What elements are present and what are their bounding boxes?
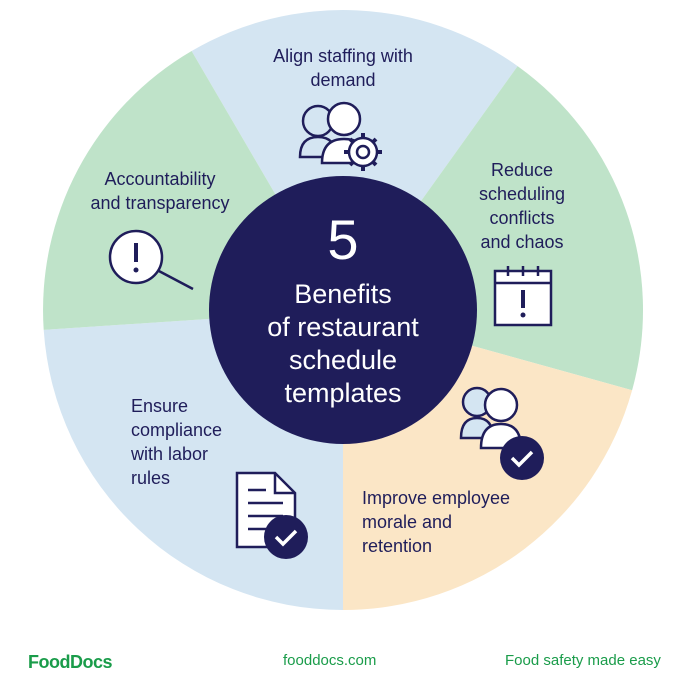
fooddocs-logo[interactable]: FoodDocs <box>28 652 113 672</box>
document-check-icon <box>235 471 308 559</box>
label-line: morale and <box>362 512 453 532</box>
segment-label-accountability: Accountability and transparency <box>70 167 250 215</box>
label-line: and transparency <box>90 193 230 213</box>
segment-label-reduce: Reduce scheduling conflicts and chaos <box>452 158 592 254</box>
label-line: and chaos <box>480 232 564 252</box>
label-line: Reduce <box>490 160 554 180</box>
label-line: scheduling <box>478 184 566 204</box>
label-line: Ensure <box>131 396 189 416</box>
label-line: compliance <box>131 420 223 440</box>
center-title-line: schedule <box>288 345 398 375</box>
segment-label-ensure: Ensure compliance with labor rules <box>131 394 251 490</box>
center-title: Benefits of restaurant schedule template… <box>233 278 453 410</box>
label-line: Align staffing with <box>273 46 413 66</box>
segment-label-align: Align staffing with demand <box>243 44 443 92</box>
label-line: Improve employee <box>362 488 511 508</box>
center-circle <box>209 176 477 444</box>
label-line: retention <box>362 536 433 556</box>
calendar-alert-icon <box>493 266 553 327</box>
label-line: rules <box>131 468 171 488</box>
magnifier-alert-icon <box>108 229 194 291</box>
tagline: Food safety made easy <box>505 652 661 669</box>
label-line: with labor <box>131 444 209 464</box>
website-link[interactable]: fooddocs.com <box>283 652 377 669</box>
center-number: 5 <box>327 208 359 271</box>
users-gear-icon <box>298 101 382 171</box>
label-line: demand <box>310 70 376 90</box>
label-line: conflicts <box>489 208 555 228</box>
segment-label-improve: Improve employee morale and retention <box>362 486 562 558</box>
center-title-line: templates <box>284 378 402 408</box>
users-check-icon <box>459 386 544 480</box>
center-title-line: Benefits <box>294 279 392 309</box>
label-line: Accountability <box>104 169 216 189</box>
center-title-line: of restaurant <box>267 312 419 342</box>
